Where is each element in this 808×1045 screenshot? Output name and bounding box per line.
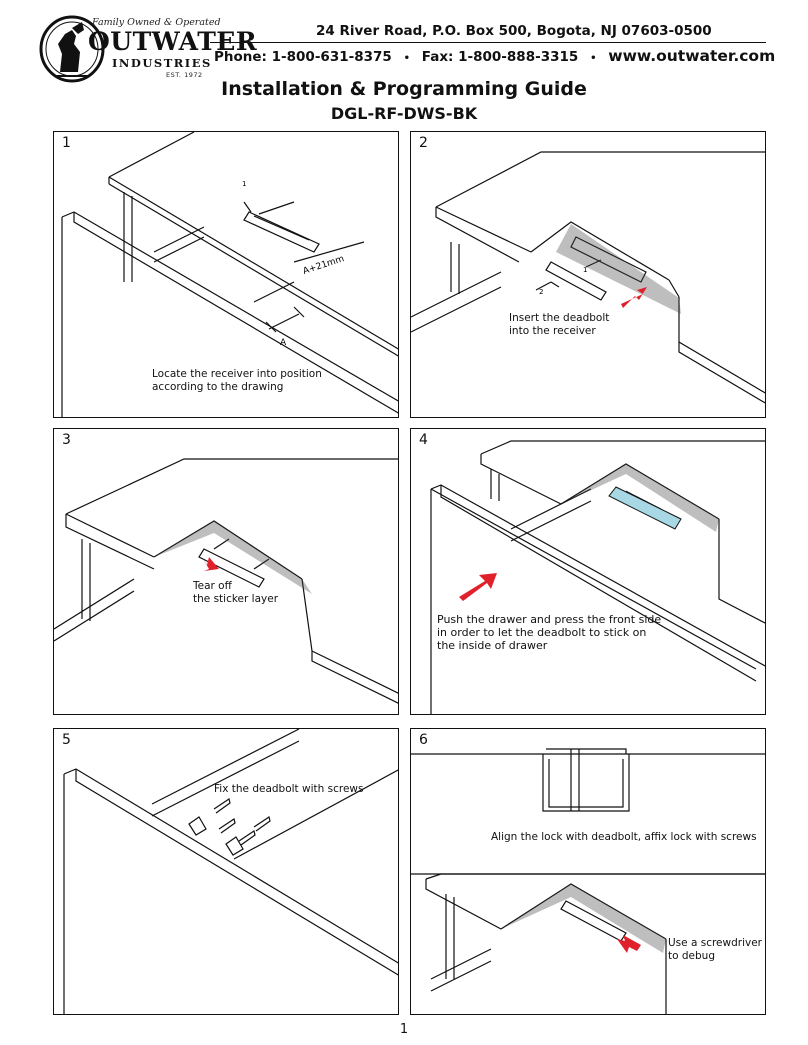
contact-line: Phone: 1-800-631-8375 • Fax: 1-800-888-3… [214,47,775,65]
step-caption: Fix the deadbolt with screws [214,783,363,796]
company-address: 24 River Road, P.O. Box 500, Bogota, NJ … [316,23,712,39]
caption-line: according to the drawing [152,381,284,393]
step-caption: Locate the receiver into position accord… [152,368,322,394]
step-6-illustration [411,748,765,1014]
fax-number: Fax: 1-800-888-3315 [421,49,579,65]
step-4-panel: 4 Push the drawer and press the front si… [410,428,766,715]
page-number: 1 [399,1022,409,1037]
callout-2: 2 [539,288,543,296]
caption-line: Locate the receiver into position [152,368,322,380]
tear-arrow [202,557,219,571]
logo-subname: INDUSTRIES [112,56,212,70]
step-caption: Push the drawer and press the front side… [437,613,661,652]
step-3-illustration [54,458,398,704]
page-title: Installation & Programming Guide [221,78,587,100]
step-number: 6 [419,732,428,748]
step-3-panel: 3 Tear off the sticker layer [53,428,399,715]
website-link[interactable]: www.outwater.com [608,47,776,65]
model-number: DGL-RF-DWS-BK [330,104,478,123]
step-5-illustration [63,729,398,1014]
step-caption: Align the lock with deadbolt, affix lock… [491,831,757,844]
caption-line: the sticker layer [193,593,279,605]
caption-line: Push the drawer and press the front side [437,613,662,626]
logo-name: OUTWATER [88,27,258,56]
step-caption: Insert the deadbolt into the receiver [509,312,609,338]
screwdriver-arrow [617,935,641,953]
step-number: 3 [62,432,71,448]
step-number: 1 [62,135,71,151]
logo-tagline: Family Owned & Operated [92,17,221,28]
phone-number: Phone: 1-800-631-8375 [214,49,392,65]
step-caption-2: Use a screwdriver to debug [668,937,762,963]
step-2-illustration: 1 2 [411,151,765,404]
caption-line: Fix the deadbolt with screws [214,783,364,795]
push-arrow [459,573,497,601]
caption-line: into the receiver [509,325,596,337]
step-1-illustration: 1 A+21mm A [61,132,398,417]
step-number: 5 [62,732,71,748]
step-number: 4 [419,432,428,448]
dimension-a: A [280,338,287,348]
callout-1: 1 [583,266,587,274]
caption-line: in order to let the deadbolt to stick on [437,626,647,639]
step-number: 2 [419,135,428,151]
header-divider [210,42,766,43]
caption-line: Tear off [193,580,232,592]
caption-line: Use a screwdriver [668,937,762,949]
caption-line: to debug [668,950,715,962]
caption-line: Align the lock with deadbolt, affix lock… [491,831,757,843]
step-6-panel: 6 Align the lock with deadbolt, affix lo… [410,728,766,1015]
caption-line: Insert the deadbolt [509,312,610,324]
logo-est: EST. 1972 [166,71,203,79]
step-2-panel: 1 2 2 Insert the deadbolt into the recei… [410,131,766,418]
outwater-logo [39,15,105,83]
step-caption: Tear off the sticker layer [193,580,278,606]
step-4-illustration [430,440,765,714]
push-arrow [621,287,647,308]
separator-bullet: • [403,53,410,64]
separator-bullet: • [590,53,597,64]
caption-line: the inside of drawer [437,639,548,652]
callout-1: 1 [242,180,246,188]
step-5-panel: 5 Fix the deadbolt with screws [53,728,399,1015]
step-1-panel: 1 A+21mm A 1 Locate the receiver into po… [53,131,399,418]
